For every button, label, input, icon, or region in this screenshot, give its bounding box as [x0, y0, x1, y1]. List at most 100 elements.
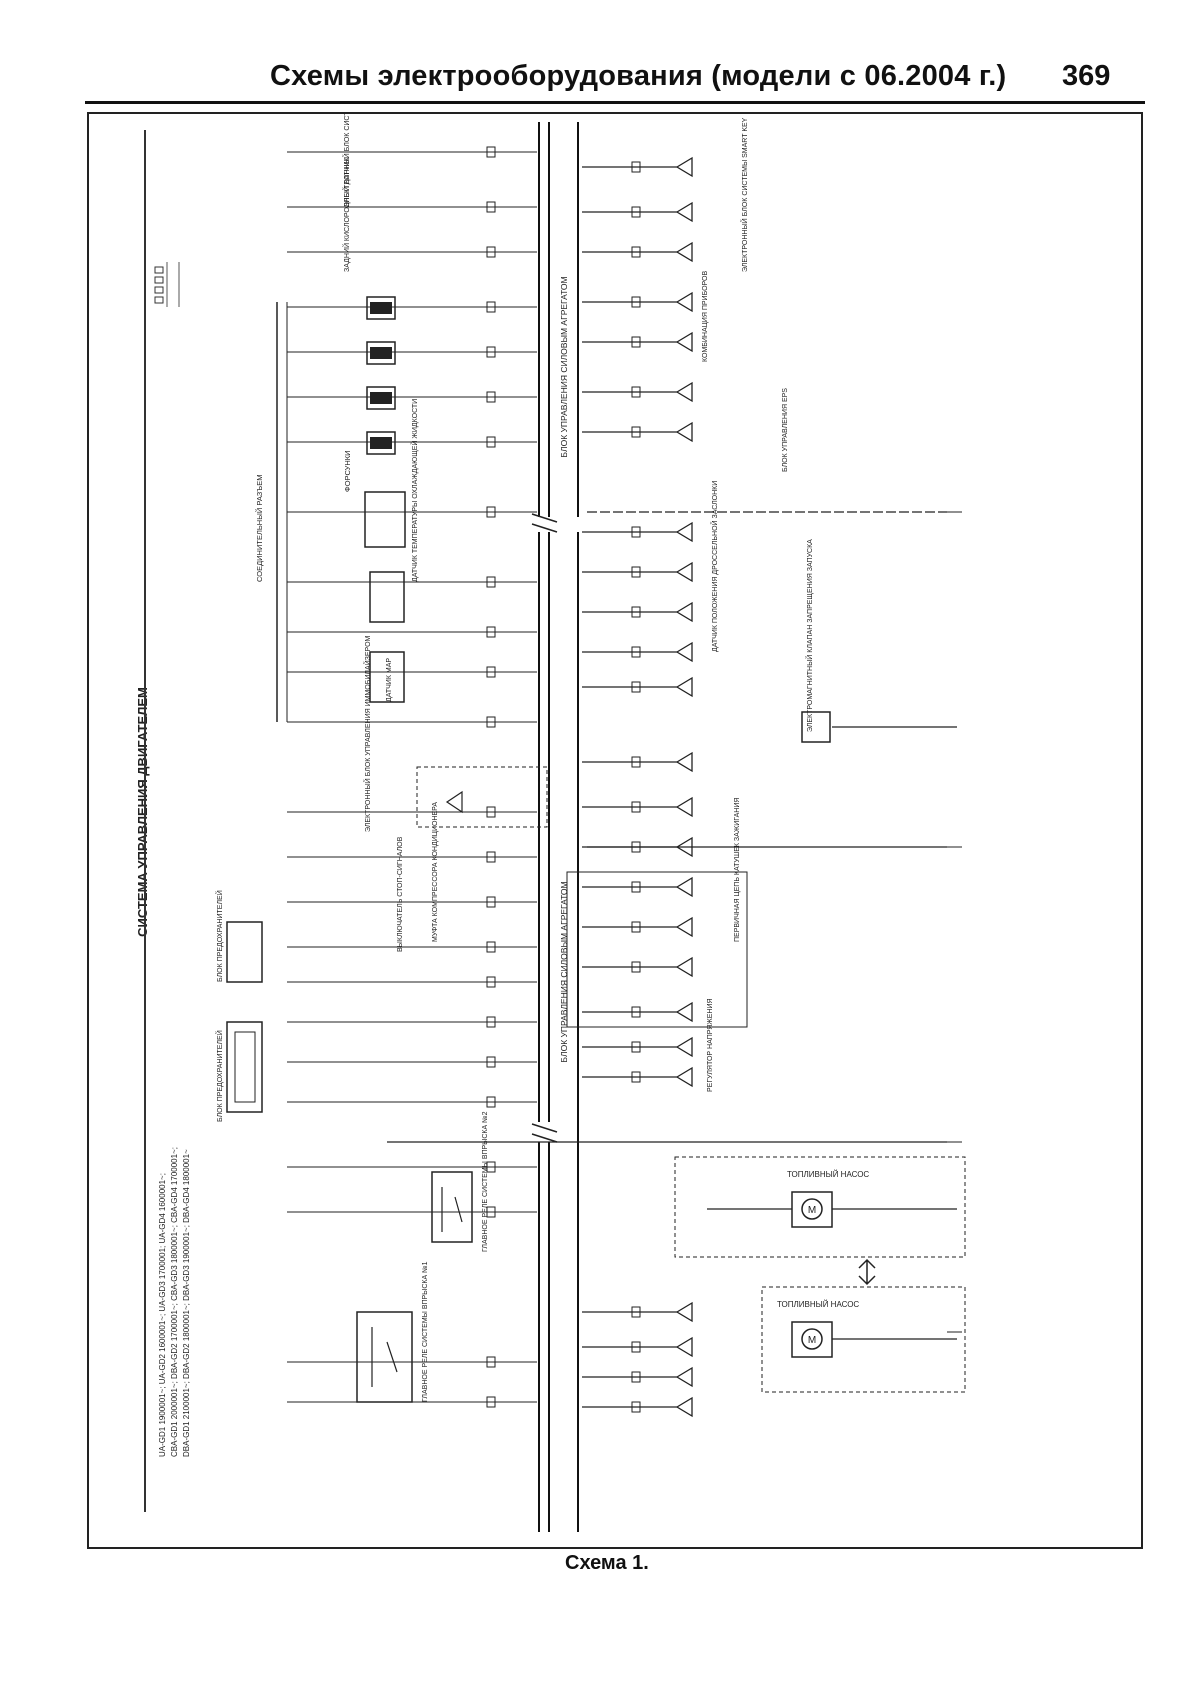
pin-terminal — [631, 646, 641, 658]
connector-triangle — [675, 676, 693, 698]
right-terminals — [387, 511, 962, 1333]
ecu-label-top: БЛОК УПРАВЛЕНИЯ СИЛОВЫМ АГРЕГАТОМ — [559, 276, 569, 457]
connector-triangle — [675, 156, 693, 178]
injector-4 — [366, 431, 396, 455]
pin-terminal — [631, 426, 641, 438]
main-relay-2-label: ГЛАВНОЕ РЕЛЕ СИСТЕМЫ ВПРЫСКА №2 — [482, 1111, 489, 1252]
fuse-block-label: БЛОК ПРЕДОХРАНИТЕЛЕЙ — [215, 1030, 224, 1122]
header-rule — [85, 101, 1145, 104]
connector-label: СОЕДИНИТЕЛЬНЫЙ РАЗЪЕМ — [255, 475, 264, 582]
fuse-block-2-label: БЛОК ПРЕДОХРАНИТЕЛЕЙ — [215, 890, 224, 982]
right-component-group — [582, 156, 693, 1418]
pin-terminal — [486, 1396, 496, 1408]
pin-terminal — [631, 296, 641, 308]
connector-triangle — [675, 201, 693, 223]
pin-terminal — [486, 1161, 496, 1173]
pin-terminal — [631, 1071, 641, 1083]
pin-terminal — [486, 626, 496, 638]
pin-terminal — [631, 526, 641, 538]
connector-triangle — [675, 421, 693, 443]
fuse-block-2-box — [226, 921, 263, 983]
voltage-regulator-label: РЕГУЛЯТОР НАПРЯЖЕНИЯ — [707, 998, 714, 1092]
injector-group: ФОРСУНКИ СОЕДИНИТЕЛЬНЫЙ РАЗЪЕМ — [255, 296, 396, 722]
stop-lamp-label: ВЫКЛЮЧАТЕЛЬ СТОП-СИГНАЛОВ — [397, 836, 404, 952]
pin-terminal — [486, 246, 496, 258]
fuel-pump-2-motor — [801, 1328, 823, 1350]
pin-terminal — [486, 391, 496, 403]
pin-terminal — [486, 716, 496, 728]
pin-terminal — [631, 1006, 641, 1018]
pin-terminal — [486, 1016, 496, 1028]
oxygen-sensor-label: ЗАДНИЙ КИСЛОРОДНЫЙ ДАТЧИК — [342, 156, 351, 272]
pin-terminal — [486, 1056, 496, 1068]
pin-terminal — [486, 666, 496, 678]
main-relay-1-label: ГЛАВНОЕ РЕЛЕ СИСТЕМЫ ВПРЫСКА №1 — [422, 1261, 429, 1402]
connector-triangle — [675, 521, 693, 543]
coolant-temp-label: ДАТЧИК ТЕМПЕРАТУРЫ ОХЛАЖДАЮЩЕЙ ЖИДКОСТИ — [410, 399, 419, 582]
wiring-diagram: СИСТЕМА УПРАВЛЕНИЯ ДВИГАТЕЛЕМ UA-GD1 190… — [87, 52, 1143, 1549]
page-header: Схемы электрооборудования (модели с 06.2… — [0, 0, 1200, 110]
connector-triangle — [675, 1396, 693, 1418]
pin-terminal — [631, 161, 641, 173]
start-inhibit-valve — [801, 711, 831, 743]
ignition-coils-label: ПЕРВИЧНАЯ ЦЕПЬ КАТУШЕК ЗАЖИГАНИЯ — [734, 798, 741, 942]
throttle-sensor-label: ДАТЧИК ПОЛОЖЕНИЯ ДРОССЕЛЬНОЙ ЗАСЛОНКИ — [710, 481, 719, 652]
alternative-arrow — [858, 1258, 876, 1286]
connector-triangle — [675, 876, 693, 898]
main-relay-1-box — [356, 1311, 413, 1403]
connector-triangle — [675, 796, 693, 818]
connector-triangle — [675, 956, 693, 978]
page-header-title: Схемы электрооборудования (модели с 06.2… — [270, 60, 1007, 92]
instrument-cluster-label: КОМБИНАЦИЯ ПРИБОРОВ — [702, 271, 709, 362]
pin-terminal — [486, 851, 496, 863]
connector-triangle — [675, 1001, 693, 1023]
connector-triangle — [675, 381, 693, 403]
pin-terminal — [631, 606, 641, 618]
page-number: 369 — [1062, 60, 1111, 92]
pin-terminal — [631, 1401, 641, 1413]
pin-terminal — [631, 1371, 641, 1383]
fuel-pump-2-label: ТОПЛИВНЫЙ НАСОС — [777, 1300, 859, 1309]
pin-terminal — [631, 566, 641, 578]
injectors-label: ФОРСУНКИ — [343, 450, 352, 492]
connector-triangle — [675, 641, 693, 663]
pin-terminal — [631, 921, 641, 933]
diagram-caption: Схема 1. — [565, 1552, 649, 1574]
connector-triangle — [675, 1066, 693, 1088]
connector-triangle — [675, 751, 693, 773]
pin-terminal — [631, 386, 641, 398]
pin-terminal — [486, 576, 496, 588]
pin-terminal — [486, 436, 496, 448]
connector-triangle — [675, 916, 693, 938]
egr-valve-label: ЭЛЕКТРОМАГНИТНЫЙ КЛАПАН ЗАПРЕЩЕНИЯ ЗАПУС… — [805, 539, 814, 732]
pin-terminal — [486, 301, 496, 313]
fuse-block-box — [226, 1021, 263, 1113]
connector-triangle — [675, 241, 693, 263]
fuel-pump-1-motor — [801, 1198, 823, 1220]
svg-text:M: M — [808, 1335, 816, 1346]
pin-terminal — [486, 1096, 496, 1108]
pin-terminal — [631, 881, 641, 893]
pin-terminal — [486, 346, 496, 358]
pin-terminal — [486, 1356, 496, 1368]
pin-terminal — [631, 801, 641, 813]
svg-text:M: M — [808, 1205, 816, 1216]
pin-terminal — [631, 246, 641, 258]
pin-terminal — [631, 961, 641, 973]
wiring-diagram-svg: СИСТЕМА УПРАВЛЕНИЯ ДВИГАТЕЛЕМ UA-GD1 190… — [87, 52, 1143, 1549]
eps-unit-label: БЛОК УПРАВЛЕНИЯ EPS — [782, 388, 789, 472]
pin-terminal — [486, 976, 496, 988]
ignition-coil-group — [566, 871, 748, 1028]
left-signal-lines — [287, 146, 537, 1408]
main-relay-2-box — [431, 1171, 473, 1243]
immobilizer-label: ЭЛЕКТРОННЫЙ БЛОК УПРАВЛЕНИЯ ИММОБИЛАЙЗЕР… — [363, 635, 372, 832]
pin-terminal — [631, 1041, 641, 1053]
legend — [154, 262, 180, 307]
pin-terminal — [631, 206, 641, 218]
immobilizer-box — [416, 766, 548, 828]
injector-3 — [366, 386, 396, 410]
model-line-2: CBA-GD1 2000001~; DBA-GD2 1700001~; CBA-… — [170, 1147, 179, 1457]
pin-terminal — [486, 896, 496, 908]
pin-terminal — [631, 756, 641, 768]
fuel-pump-1-label: ТОПЛИВНЫЙ НАСОС — [787, 1170, 869, 1179]
